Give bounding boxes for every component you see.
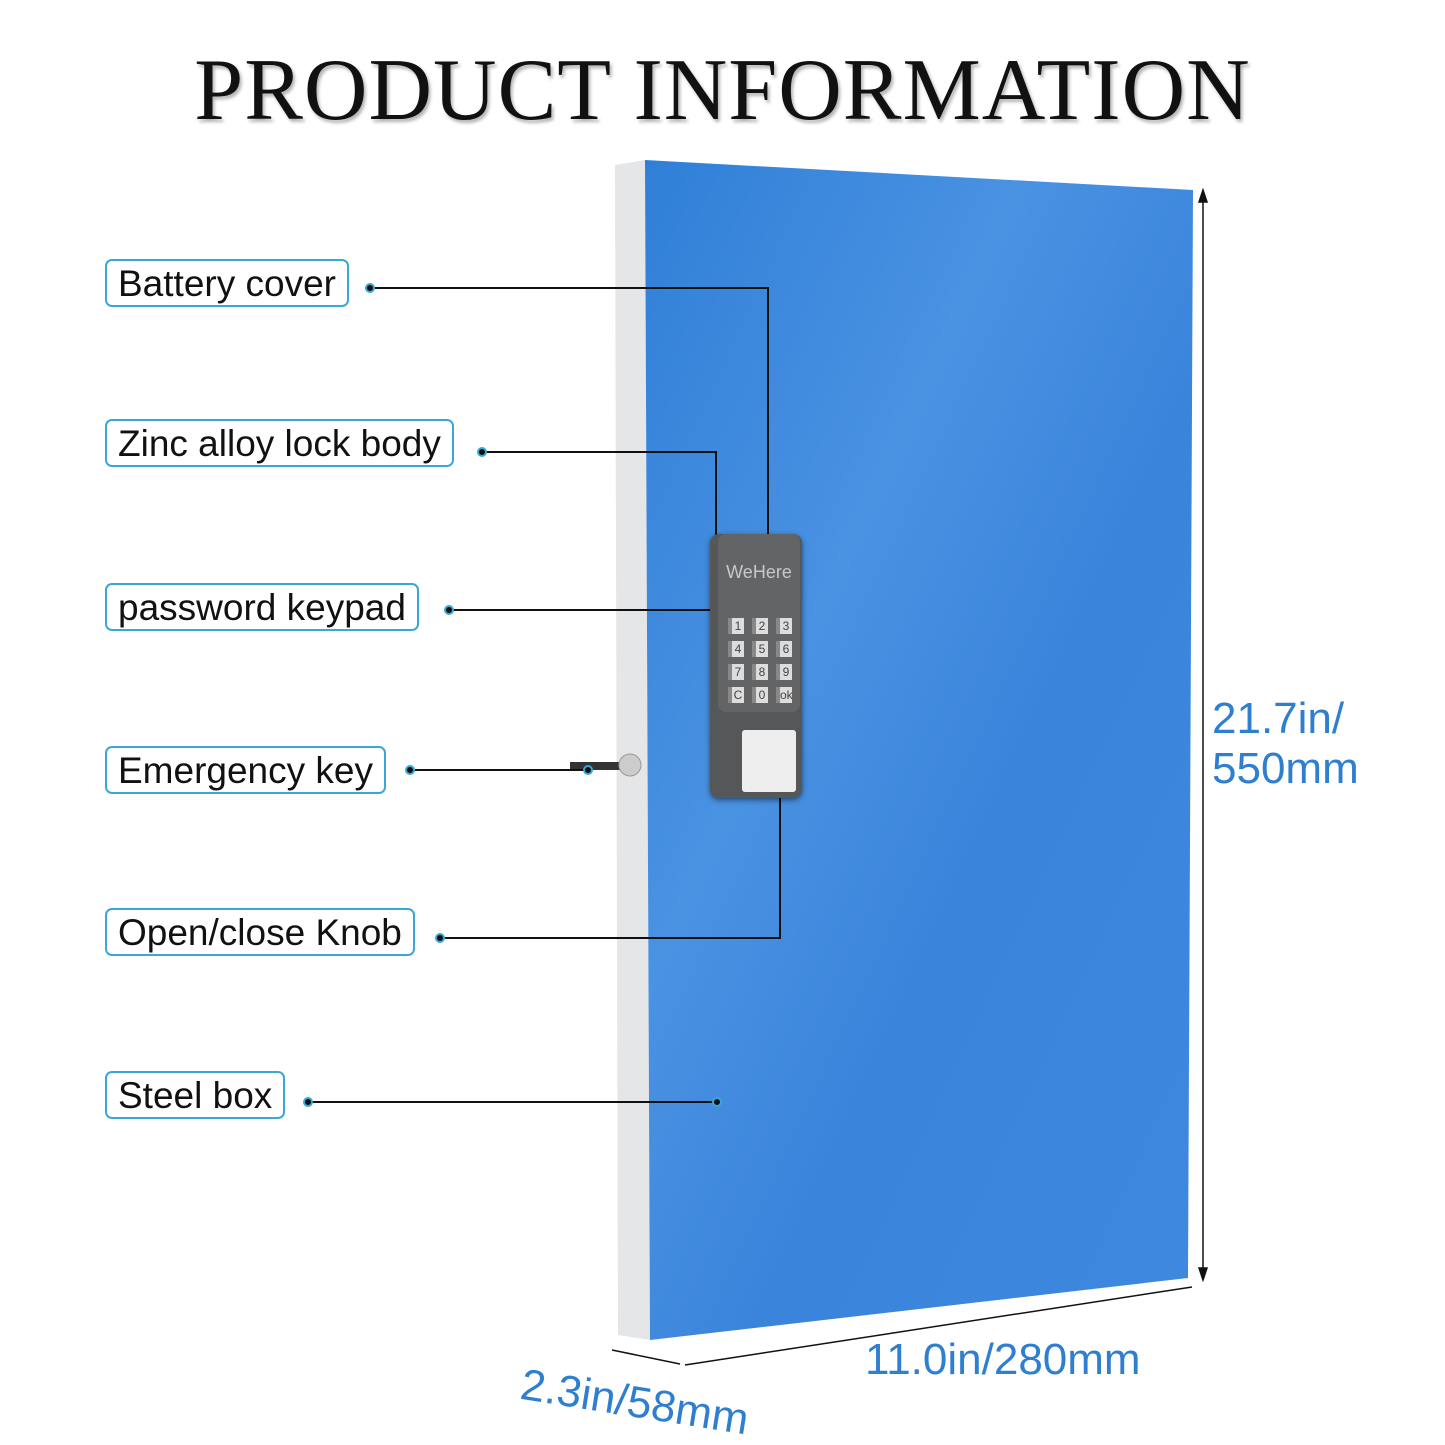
box-side [615,160,650,1340]
key-6[interactable]: 6 [776,641,792,657]
dimension-lines [611,187,1209,1366]
leader-battery [370,287,769,546]
emergency-key [570,762,620,770]
key-cylinder [618,753,642,777]
zinc-alloy-lock: WeHere 1 2 3 4 5 6 7 8 9 C 0 ok [710,534,802,798]
key-7[interactable]: 7 [728,664,744,680]
page-title: PRODUCT INFORMATION [194,42,1251,139]
key-ok[interactable]: ok [776,687,793,703]
key-9[interactable]: 9 [776,664,792,680]
label-steel-box: Steel box [105,1071,286,1119]
open-close-knob[interactable] [742,730,796,792]
brand-logo: WeHere [726,562,792,582]
battery-cover: WeHere 1 2 3 4 5 6 7 8 9 C 0 ok [718,534,800,712]
key-8[interactable]: 8 [752,664,768,680]
label-lock-body: Zinc alloy lock body [105,419,454,467]
width-dimension: 11.0in/280mm [865,1335,1141,1384]
key-4[interactable]: 4 [728,641,744,657]
key-5[interactable]: 5 [752,641,768,657]
label-battery-cover: Battery cover [105,259,349,307]
password-keypad: 1 2 3 4 5 6 7 8 9 C 0 ok [728,618,793,703]
label-keypad: password keypad [105,583,419,631]
key-3[interactable]: 3 [776,618,792,634]
height-inches: 21.7in/ [1212,694,1345,743]
label-knob: Open/close Knob [105,908,415,956]
leader-dots [303,283,722,1107]
key-2[interactable]: 2 [752,618,768,634]
leader-knob [440,766,781,939]
key-1[interactable]: 1 [728,618,744,634]
key-clear[interactable]: C [728,687,744,703]
height-mm: 550mm [1212,744,1359,793]
steel-box-front [645,160,1193,1340]
key-0[interactable]: 0 [752,687,768,703]
label-emergency-key: Emergency key [105,746,386,794]
height-dimension: 21.7in/ 550mm [1212,694,1359,794]
